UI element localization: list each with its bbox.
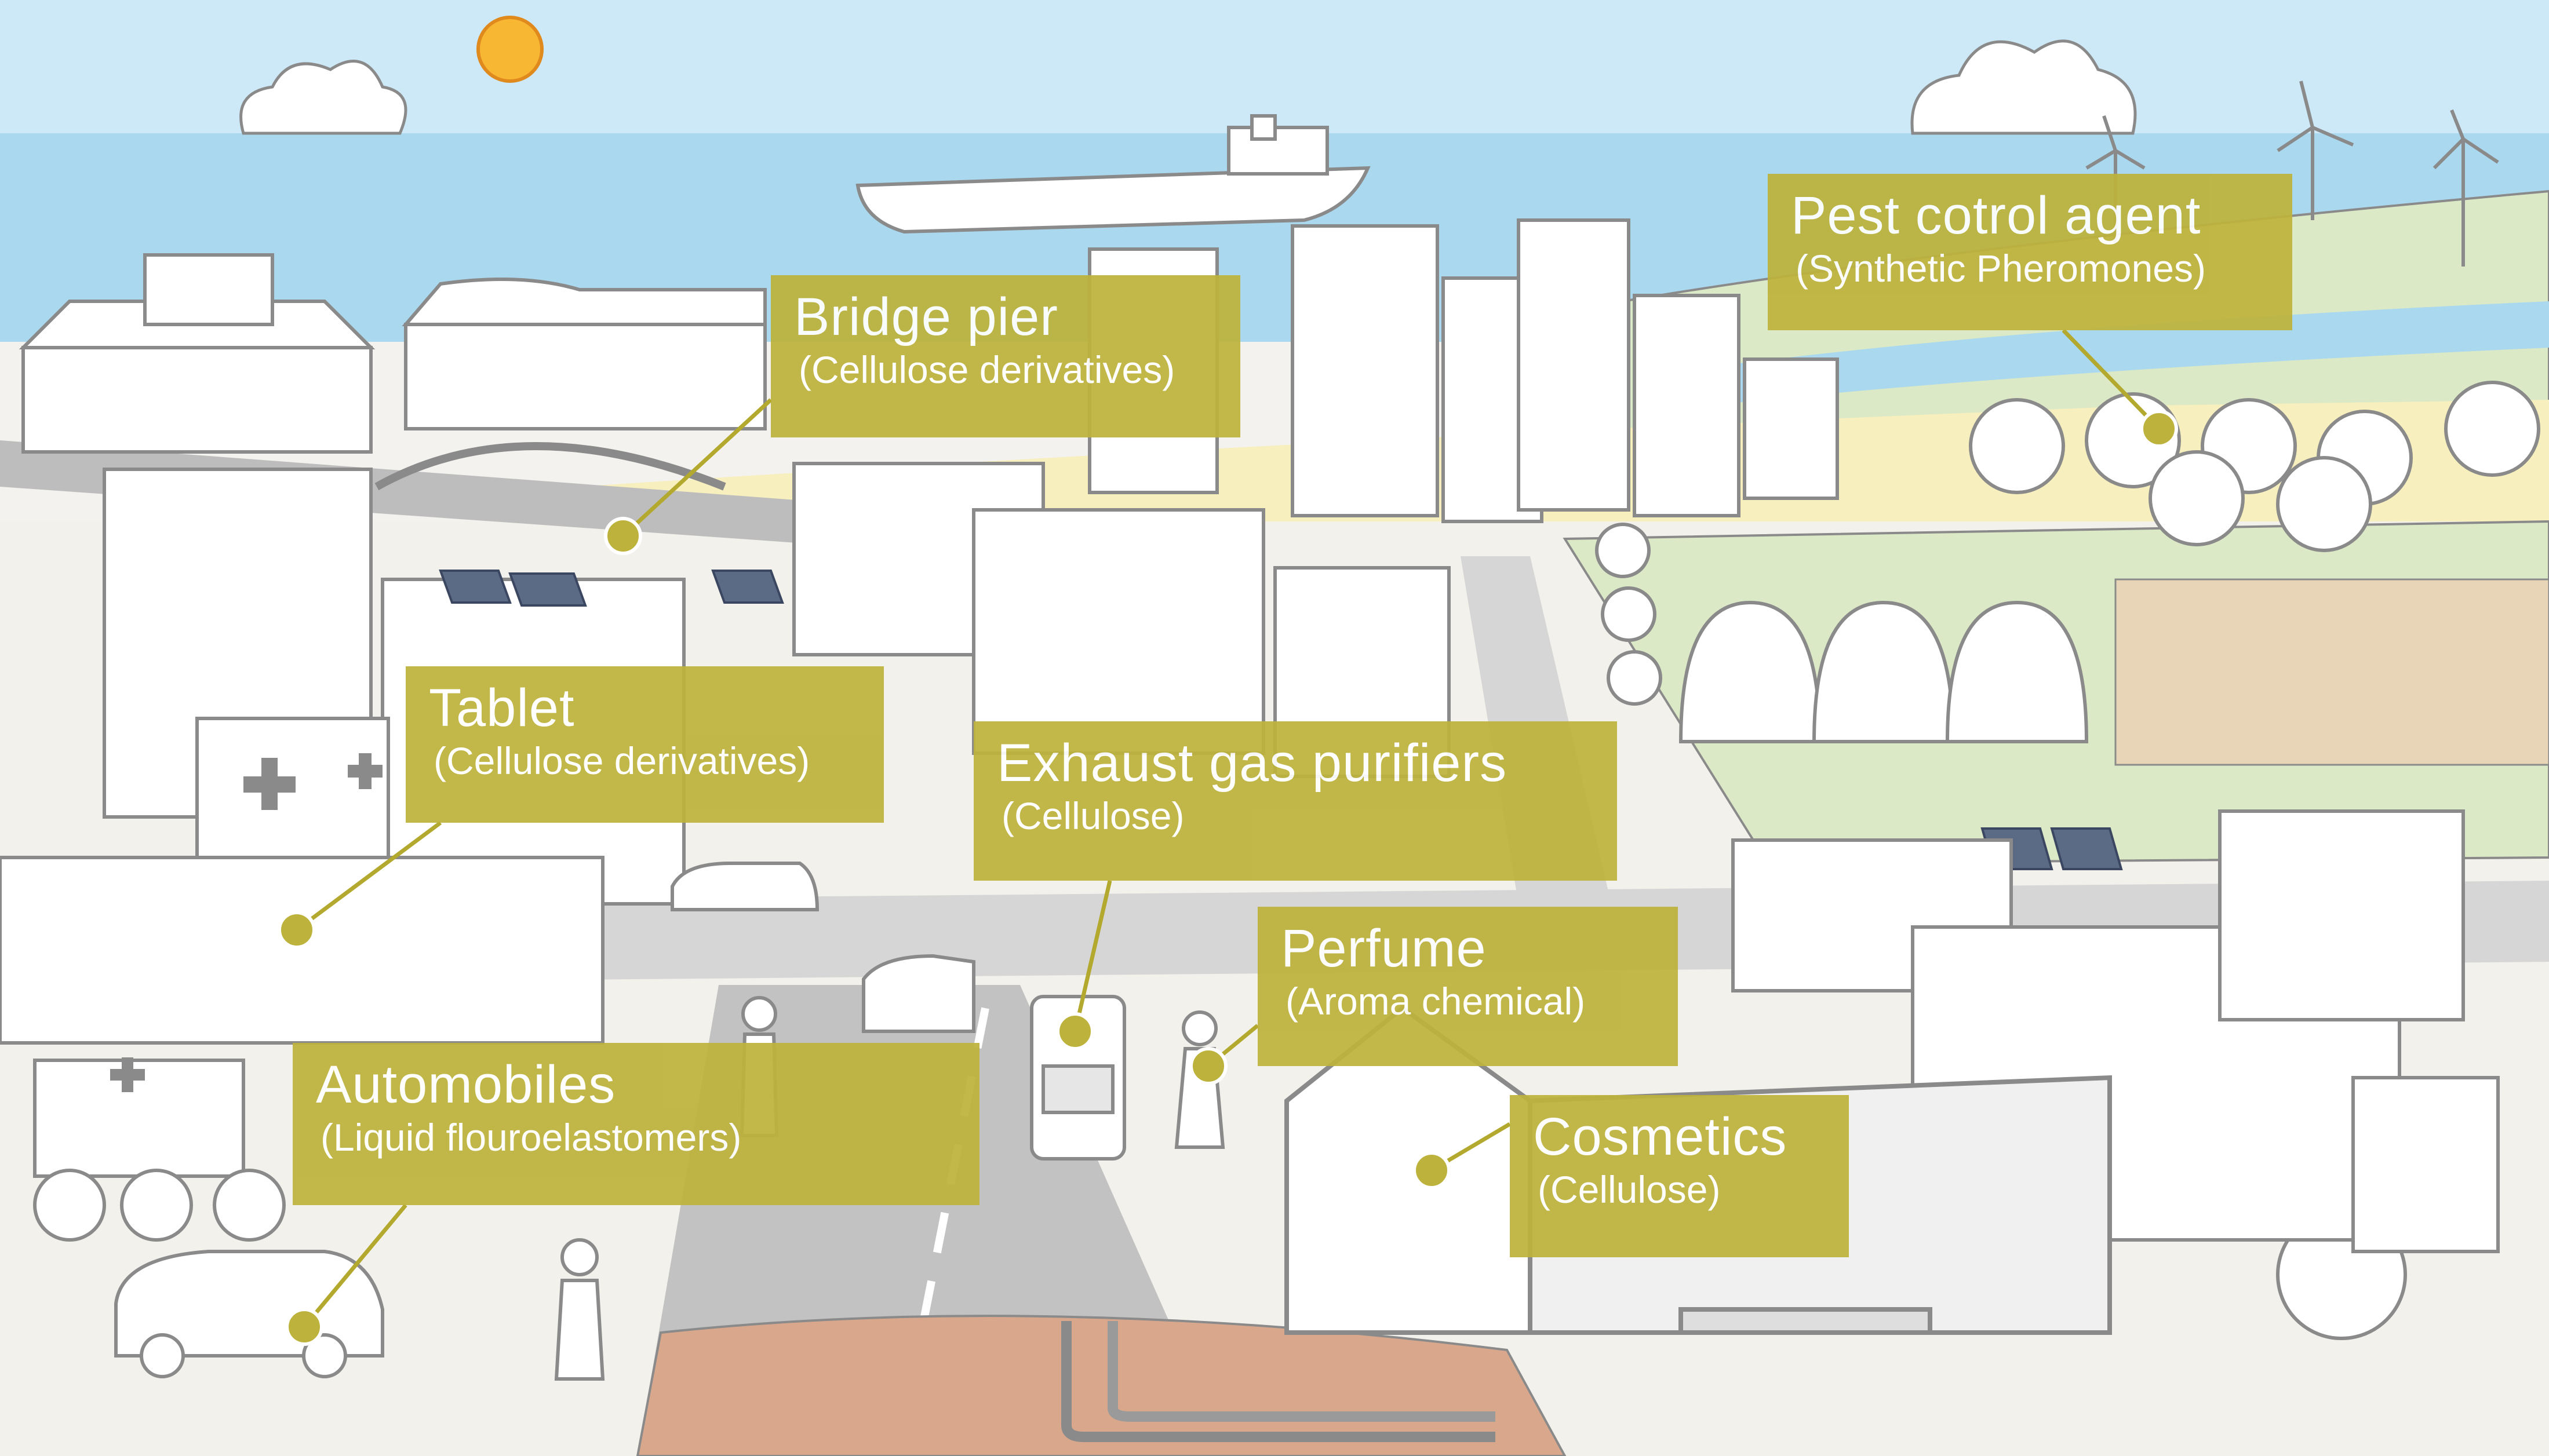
callout-exhaust: Exhaust gas purifiers (Cellulose) bbox=[974, 721, 1617, 881]
leader-line-automobiles bbox=[303, 1203, 407, 1329]
callout-subtitle: (Liquid flouroelastomers) bbox=[321, 1116, 742, 1159]
cloud-icon bbox=[239, 60, 407, 135]
callout-title: Tablet bbox=[429, 678, 575, 738]
callout-cosmetics: Cosmetics (Cellulose) bbox=[1510, 1095, 1849, 1257]
marker-dot-exhaust bbox=[1056, 1012, 1094, 1050]
leader-line-tablet bbox=[295, 821, 442, 932]
leader-line-pest-control bbox=[2062, 329, 2161, 430]
cloud-icon bbox=[1910, 39, 2137, 135]
factory bbox=[19, 253, 767, 454]
callout-perfume: Perfume (Aroma chemical) bbox=[1258, 907, 1678, 1066]
marker-dot-cosmetics bbox=[1412, 1151, 1451, 1189]
underground-pipe bbox=[1061, 1321, 1495, 1442]
bridge bbox=[374, 442, 726, 491]
sun-icon bbox=[476, 16, 544, 83]
river bbox=[1681, 301, 2549, 406]
marker-dot-pest-control bbox=[2140, 410, 2178, 448]
hospital-cross-icon bbox=[110, 753, 383, 1092]
callout-subtitle: (Cellulose) bbox=[1002, 794, 1185, 837]
callout-pest-control: Pest cotrol agent (Synthetic Pheromones) bbox=[1768, 174, 2292, 330]
callout-subtitle: (Aroma chemical) bbox=[1286, 980, 1586, 1023]
bus-icon bbox=[1030, 995, 1126, 1161]
callout-tablet: Tablet (Cellulose derivatives) bbox=[406, 666, 884, 823]
marker-dot-automobiles bbox=[285, 1308, 323, 1346]
crop-field bbox=[2114, 578, 2549, 766]
hospital bbox=[0, 717, 605, 1178]
callout-title: Cosmetics bbox=[1533, 1107, 1787, 1166]
greenhouse-icon bbox=[1678, 600, 2089, 743]
marker-dot-tablet bbox=[278, 911, 316, 949]
callout-bridge-pier: Bridge pier (Cellulose derivatives) bbox=[771, 275, 1240, 437]
callout-title: Perfume bbox=[1281, 919, 1487, 978]
callout-title: Bridge pier bbox=[794, 287, 1058, 346]
underground-pipe bbox=[1108, 1321, 1495, 1422]
callout-title: Exhaust gas purifiers bbox=[997, 734, 1507, 793]
callout-title: Automobiles bbox=[316, 1055, 616, 1114]
marker-dot-bridge-pier bbox=[604, 517, 642, 555]
tanker-ship-icon bbox=[855, 114, 1371, 234]
callout-subtitle: (Synthetic Pheromones) bbox=[1796, 247, 2206, 290]
callout-automobiles: Automobiles (Liquid flouroelastomers) bbox=[293, 1043, 979, 1205]
callout-subtitle: (Cellulose derivatives) bbox=[434, 739, 810, 782]
leader-line-exhaust bbox=[1073, 880, 1112, 1032]
callout-subtitle: (Cellulose) bbox=[1538, 1168, 1721, 1211]
callout-subtitle: (Cellulose derivatives) bbox=[799, 348, 1175, 391]
callout-title: Pest cotrol agent bbox=[1791, 186, 2201, 245]
marker-dot-perfume bbox=[1189, 1047, 1228, 1085]
leader-line-bridge-pier bbox=[621, 398, 773, 538]
